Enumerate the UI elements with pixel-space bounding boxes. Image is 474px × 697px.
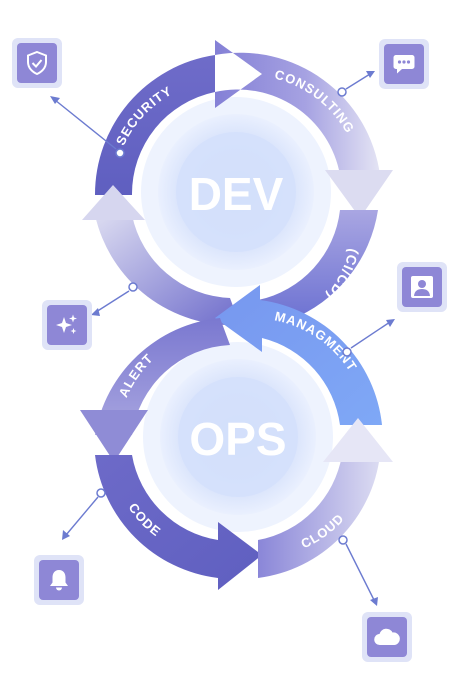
arrowhead-alert [62, 530, 70, 540]
sparkles-icon [56, 314, 77, 334]
chat-bubble-icon [393, 55, 415, 74]
security-icon-tile [12, 38, 62, 88]
segment-band-security [94, 55, 215, 195]
alert-arrowhead [80, 410, 148, 462]
segment-band-ai [95, 215, 240, 326]
segment-band-consulting [215, 40, 380, 175]
ai-arrowhead [82, 185, 145, 220]
ops-hub [143, 342, 333, 532]
connector-consulting [345, 73, 371, 90]
anchor-dot-cloud [338, 535, 348, 545]
connector-cloud [345, 543, 375, 601]
segment-band-managment [215, 285, 382, 425]
connector-ai [95, 290, 130, 313]
anchor-dot-alert [96, 488, 106, 498]
managment-icon-tile [397, 262, 447, 312]
segment-band-code [95, 455, 262, 590]
cloud-icon [374, 628, 400, 646]
arrowhead-cloud [370, 597, 378, 606]
user-icon [411, 276, 433, 298]
ops-label: OPS [189, 413, 286, 465]
consulting-icon-tile [379, 39, 429, 89]
upper-loop [82, 40, 393, 326]
ai-icon-tile [42, 300, 92, 350]
cloud-icon-tile [362, 612, 412, 662]
anchor-dot-managment [342, 347, 352, 357]
dev-hub [141, 97, 331, 287]
arrowhead-security [50, 96, 60, 104]
lower-loop [80, 285, 393, 590]
segment-band-cicd [258, 210, 378, 320]
connector-security [54, 99, 117, 150]
arrowhead-ai [91, 308, 100, 316]
anchor-dots [96, 87, 352, 545]
consulting-arrowhead [325, 170, 393, 218]
bell-icon [50, 570, 68, 591]
anchor-dot-ai [128, 282, 138, 292]
cloud-arrowhead [323, 418, 393, 462]
arrowhead-managment [386, 319, 395, 327]
anchor-dot-consulting [337, 87, 347, 97]
segment-band-cloud [258, 455, 380, 578]
anchor-dot-security [115, 148, 125, 158]
connector-arrowheads [50, 71, 395, 606]
dev-label: DEV [189, 168, 284, 220]
alert-icon-tile [34, 555, 84, 605]
segment-band-alert [95, 318, 230, 435]
shield-check-icon [27, 51, 47, 75]
arrowhead-consulting [366, 71, 375, 78]
connectors [54, 73, 391, 601]
connector-managment [350, 321, 391, 349]
connector-alert [65, 496, 99, 536]
